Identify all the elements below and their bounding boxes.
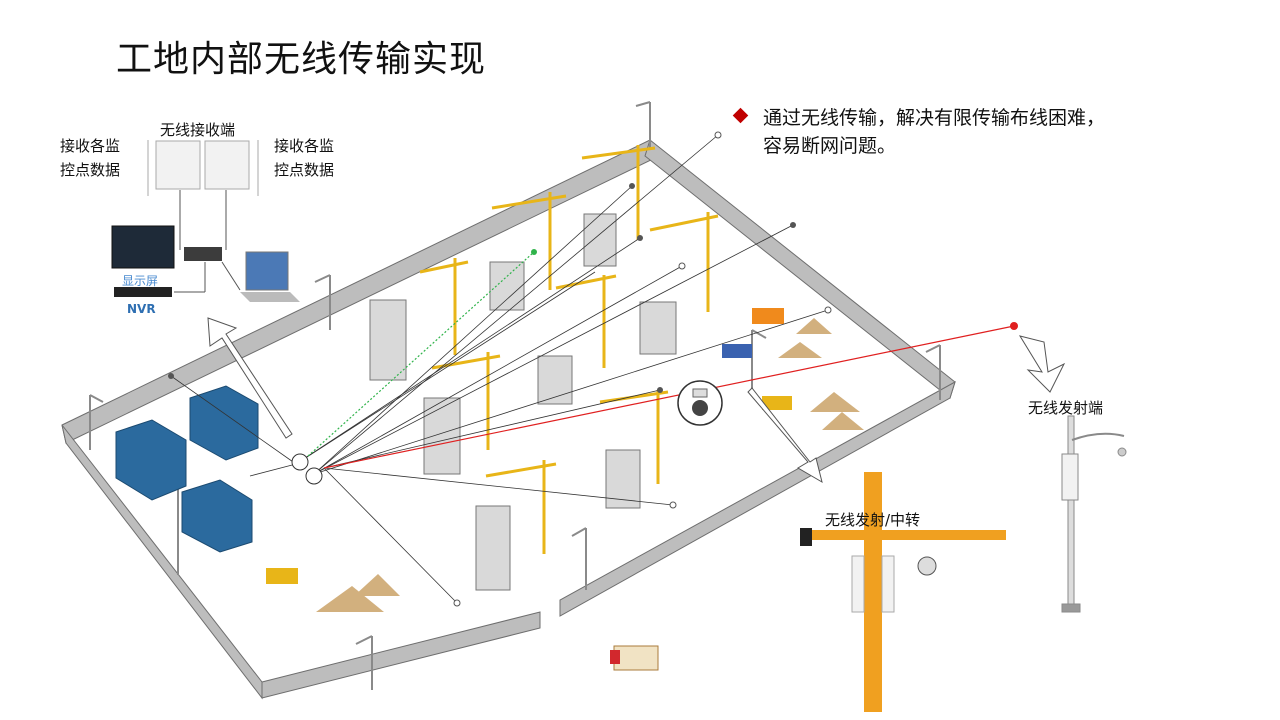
receive-data-left-label: 接收各监 控点数据 xyxy=(60,137,121,179)
receiver-antenna-panels xyxy=(147,140,259,196)
nvr-label: NVR xyxy=(127,302,156,316)
sand-piles xyxy=(316,318,864,612)
site-fence xyxy=(61,139,956,700)
transmitter-pole xyxy=(1061,415,1127,613)
site-ground xyxy=(62,150,950,690)
transmitter-label: 无线发射端 xyxy=(1028,399,1104,417)
bullet-point: 通过无线传输，解决有限传输布线困难， 容易断网问题。 xyxy=(732,104,1106,160)
display-label: 显示屏 xyxy=(122,274,159,288)
green-link xyxy=(307,251,535,457)
wireless-links xyxy=(170,134,829,604)
page-title: 工地内部无线传输实现 xyxy=(116,39,487,80)
relay-crane xyxy=(800,472,1006,712)
receiver-label: 无线接收端 xyxy=(160,121,236,139)
ptz-camera-icon xyxy=(677,380,723,426)
bullet-text: 通过无线传输，解决有限传输布线困难， 容易断网问题。 xyxy=(763,107,1106,157)
red-link xyxy=(323,325,1015,469)
receive-data-right-label: 接收各监 控点数据 xyxy=(274,137,335,179)
vehicles xyxy=(266,308,792,671)
network-equipment xyxy=(111,190,300,302)
relay-label: 无线发射/中转 xyxy=(825,511,921,529)
link-nodes xyxy=(168,131,1018,607)
callout-arrows xyxy=(207,317,1066,484)
tower-cranes xyxy=(419,145,719,554)
office-buildings xyxy=(115,385,259,553)
receiver-hub-icon xyxy=(291,453,323,485)
